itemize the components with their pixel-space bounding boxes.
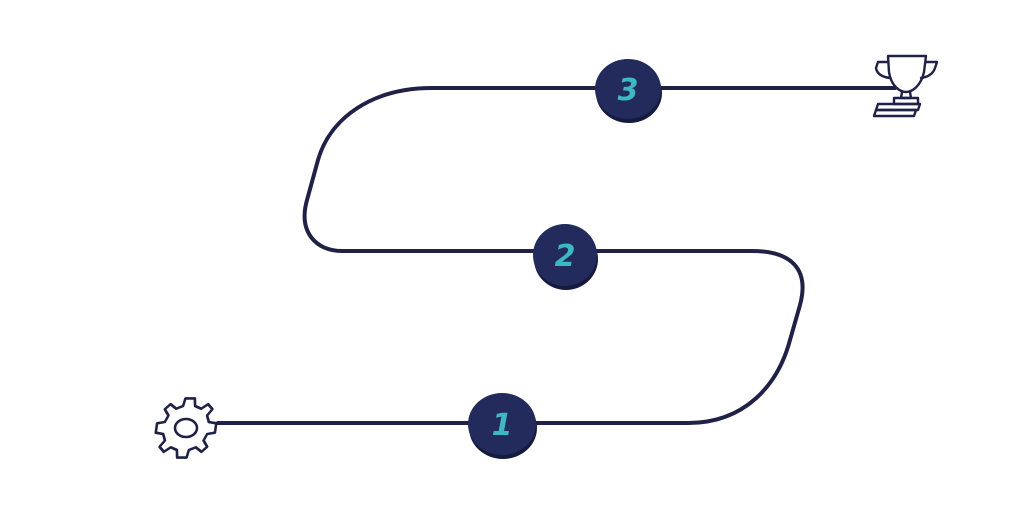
step-number-1: 1 (492, 408, 513, 443)
step-number-2: 2 (555, 239, 576, 274)
gear-icon (154, 397, 218, 459)
step-number-3: 3 (618, 73, 639, 108)
step-marker-2: 2 (533, 224, 598, 290)
roadmap-path (216, 86, 897, 425)
step-marker-3: 3 (595, 59, 662, 123)
step-marker-1: 1 (468, 393, 537, 459)
trophy-icon (872, 54, 939, 118)
